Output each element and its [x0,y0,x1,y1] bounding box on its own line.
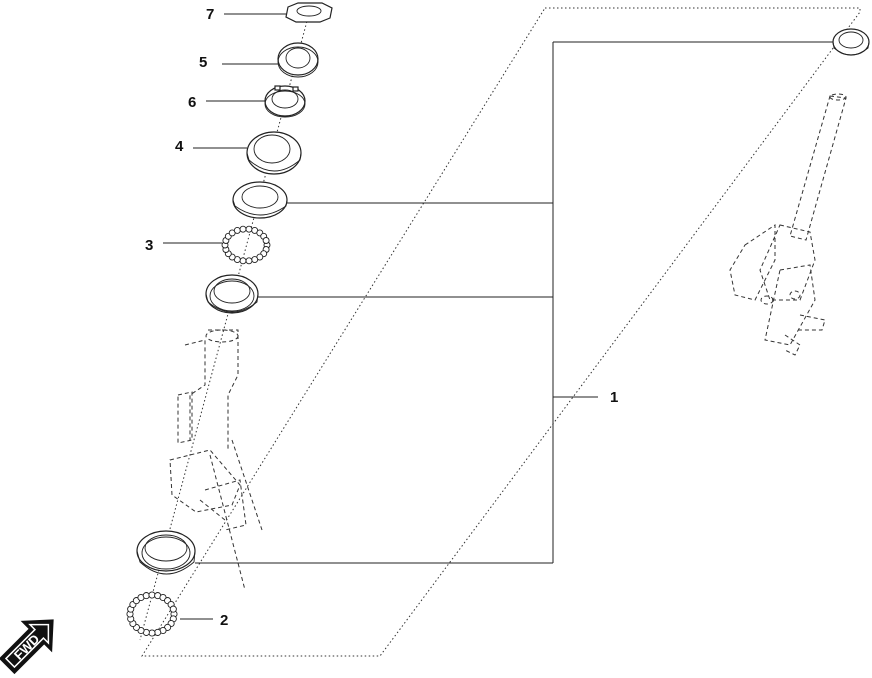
callout-5: 5 [199,54,207,71]
bearing-ball [148,591,156,599]
part-4-upper-cup[interactable] [246,131,302,175]
bearing-ball [245,225,253,233]
part-5-washer[interactable] [277,42,319,78]
bearing-ball [262,237,270,244]
bearing-ball [239,257,247,265]
bearing-ball [169,605,177,613]
callout-1: 1 [610,389,618,406]
part-2-ball-bearing[interactable] [126,591,178,637]
part-1-lower-cup[interactable] [136,530,196,575]
part-1-steering-stem[interactable] [729,28,870,356]
part-1-lower-race-top[interactable] [205,274,259,314]
part-1-upper-race[interactable] [232,181,288,219]
callout-2: 2 [220,612,228,629]
callout-6: 6 [188,94,196,111]
callout-4: 4 [175,138,184,155]
leader-1-bracket [195,41,833,564]
assembly-boundary [141,7,861,657]
bearing-ball [251,256,259,264]
part-3-ball-bearing[interactable] [221,225,271,265]
part-7-locknut[interactable] [285,2,333,23]
frame-head-pipe-outline [169,329,263,591]
callout-7: 7 [206,6,214,23]
bearing-ball [142,592,150,600]
bearing-ball [148,629,156,637]
bearing-ball [233,226,241,234]
bearing-ball [154,628,162,636]
callout-3: 3 [145,237,153,254]
part-6-adjusting-ring[interactable] [264,85,306,118]
bearing-ball [245,257,253,265]
fwd-arrow-icon: FWD [0,619,54,675]
bearing-ball [239,225,247,233]
